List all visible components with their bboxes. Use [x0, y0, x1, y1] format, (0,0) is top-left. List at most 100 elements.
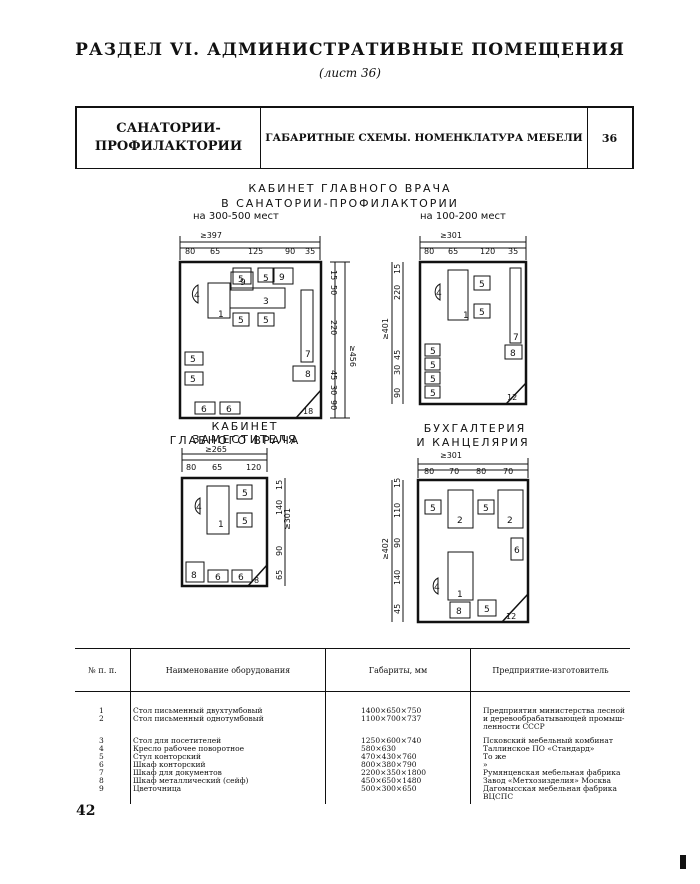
svg-text:15: 15 [275, 480, 284, 490]
svg-text:45: 45 [329, 370, 338, 380]
page-title: РАЗДЕЛ VI. АДМИНИСТРАТИВНЫЕ ПОМЕЩЕНИЯ [75, 40, 625, 60]
svg-text:80: 80 [185, 247, 195, 256]
variant-small-label: на 100-200 мест [420, 211, 506, 222]
svg-text:30: 30 [329, 385, 338, 395]
svg-text:5: 5 [430, 389, 436, 399]
header-section-cell: САНАТОРИИ- ПРОФИЛАКТОРИИ [77, 108, 261, 168]
armchair-icon [191, 284, 199, 304]
svg-text:1: 1 [463, 311, 469, 321]
svg-text:65: 65 [212, 463, 222, 472]
col-maker-header: Предприятие-изготовитель [492, 665, 609, 675]
svg-text:70: 70 [449, 467, 459, 476]
svg-text:220: 220 [329, 320, 338, 335]
svg-text:80: 80 [186, 463, 196, 472]
svg-text:4: 4 [196, 503, 202, 513]
deputy-caption-line2: ГЛАВНОГО ВРАЧА [169, 434, 301, 447]
main-caption-line2: В САНАТОРИИ-ПРОФИЛАКТОРИИ [221, 197, 459, 210]
svg-text:≥301: ≥301 [283, 508, 292, 530]
svg-text:5: 5 [479, 280, 485, 290]
svg-text:120: 120 [480, 247, 495, 256]
svg-text:15: 15 [329, 270, 338, 280]
table-row: Стол для посетителей [133, 736, 222, 745]
sheet-label: (лист 36) [319, 66, 381, 80]
room-outline [180, 476, 269, 588]
svg-text:8: 8 [254, 576, 259, 585]
svg-text:≥301: ≥301 [440, 451, 462, 460]
svg-text:125: 125 [248, 247, 263, 256]
svg-text:35: 35 [508, 247, 518, 256]
svg-text:65: 65 [448, 247, 458, 256]
svg-text:5: 5 [430, 375, 436, 385]
svg-text:50: 50 [329, 285, 338, 295]
svg-text:4: 4 [436, 289, 442, 299]
table-row: Шкаф конторский [133, 760, 206, 769]
svg-text:45: 45 [393, 604, 402, 614]
svg-text:6: 6 [238, 573, 244, 583]
svg-text:110: 110 [393, 503, 402, 518]
svg-text:15: 15 [393, 478, 402, 488]
plan-chief-small [391, 236, 528, 406]
svg-text:90: 90 [285, 247, 295, 256]
svg-text:120: 120 [246, 463, 261, 472]
svg-text:9: 9 [240, 278, 246, 288]
accounting-caption-line2: И КАНЦЕЛЯРИЯ [416, 436, 530, 449]
svg-text:8: 8 [191, 571, 197, 581]
room-outline [418, 260, 528, 406]
svg-text:5: 5 [242, 489, 248, 499]
svg-text:30: 30 [393, 365, 402, 375]
svg-text:≥456: ≥456 [348, 345, 357, 367]
table-row: Стул конторский [133, 752, 202, 761]
svg-text:2: 2 [457, 516, 463, 526]
svg-text:≥301: ≥301 [440, 231, 462, 240]
table-row: Кресло рабочее поворотное [133, 744, 245, 753]
header-sheet-number: 36 [601, 131, 618, 145]
svg-text:6: 6 [514, 546, 520, 556]
svg-text:7: 7 [513, 333, 519, 343]
table-row: Стол письменный однотумбовый [133, 714, 264, 723]
table-row: Стол письменный двухтумбовый [133, 706, 263, 715]
dim-a-total: ≥397 [200, 231, 222, 240]
svg-text:6: 6 [201, 405, 207, 415]
svg-text:220: 220 [393, 285, 402, 300]
svg-text:1: 1 [457, 590, 463, 600]
header-section-line1: САНАТОРИИ- [116, 121, 221, 136]
svg-text:1: 1 [218, 520, 224, 530]
equipment-table: № п. п. Наименование оборудования Габари… [75, 648, 630, 804]
svg-text:70: 70 [503, 467, 513, 476]
svg-text:5: 5 [263, 274, 269, 284]
svg-text:140: 140 [393, 570, 402, 585]
svg-text:≥402: ≥402 [381, 538, 390, 560]
svg-text:3: 3 [263, 297, 269, 307]
svg-text:80: 80 [424, 247, 434, 256]
svg-text:45: 45 [393, 350, 402, 360]
svg-text:90: 90 [329, 400, 338, 410]
col-num-header: № п. п. [88, 665, 117, 675]
table-row: Шкаф для документов [133, 768, 222, 777]
svg-text:15: 15 [393, 264, 402, 274]
header-subject-cell: ГАБАРИТНЫЕ СХЕМЫ. НОМЕНКЛАТУРА МЕБЕЛИ [261, 108, 588, 168]
svg-text:6: 6 [226, 405, 232, 415]
col-size-header: Габариты, мм [368, 665, 428, 675]
table-row: Цветочница [133, 784, 182, 793]
svg-text:90: 90 [393, 388, 402, 398]
room-outline [416, 478, 530, 624]
plan-accounting [391, 458, 530, 624]
svg-text:7: 7 [305, 350, 311, 360]
page-number: 42 [76, 803, 96, 819]
svg-text:8: 8 [305, 370, 311, 380]
header-section-line2: ПРОФИЛАКТОРИИ [94, 139, 243, 154]
item-3 [229, 287, 286, 309]
svg-text:5: 5 [484, 605, 490, 615]
svg-text:5: 5 [430, 504, 436, 514]
svg-text:5: 5 [483, 504, 489, 514]
svg-text:140: 140 [275, 500, 284, 515]
svg-text:65: 65 [210, 247, 220, 256]
svg-text:5: 5 [479, 308, 485, 318]
svg-text:5: 5 [242, 517, 248, 527]
svg-text:6: 6 [215, 573, 221, 583]
svg-text:18: 18 [303, 407, 313, 416]
svg-text:12: 12 [507, 393, 517, 402]
svg-text:5: 5 [238, 316, 244, 326]
svg-text:12: 12 [506, 612, 516, 621]
